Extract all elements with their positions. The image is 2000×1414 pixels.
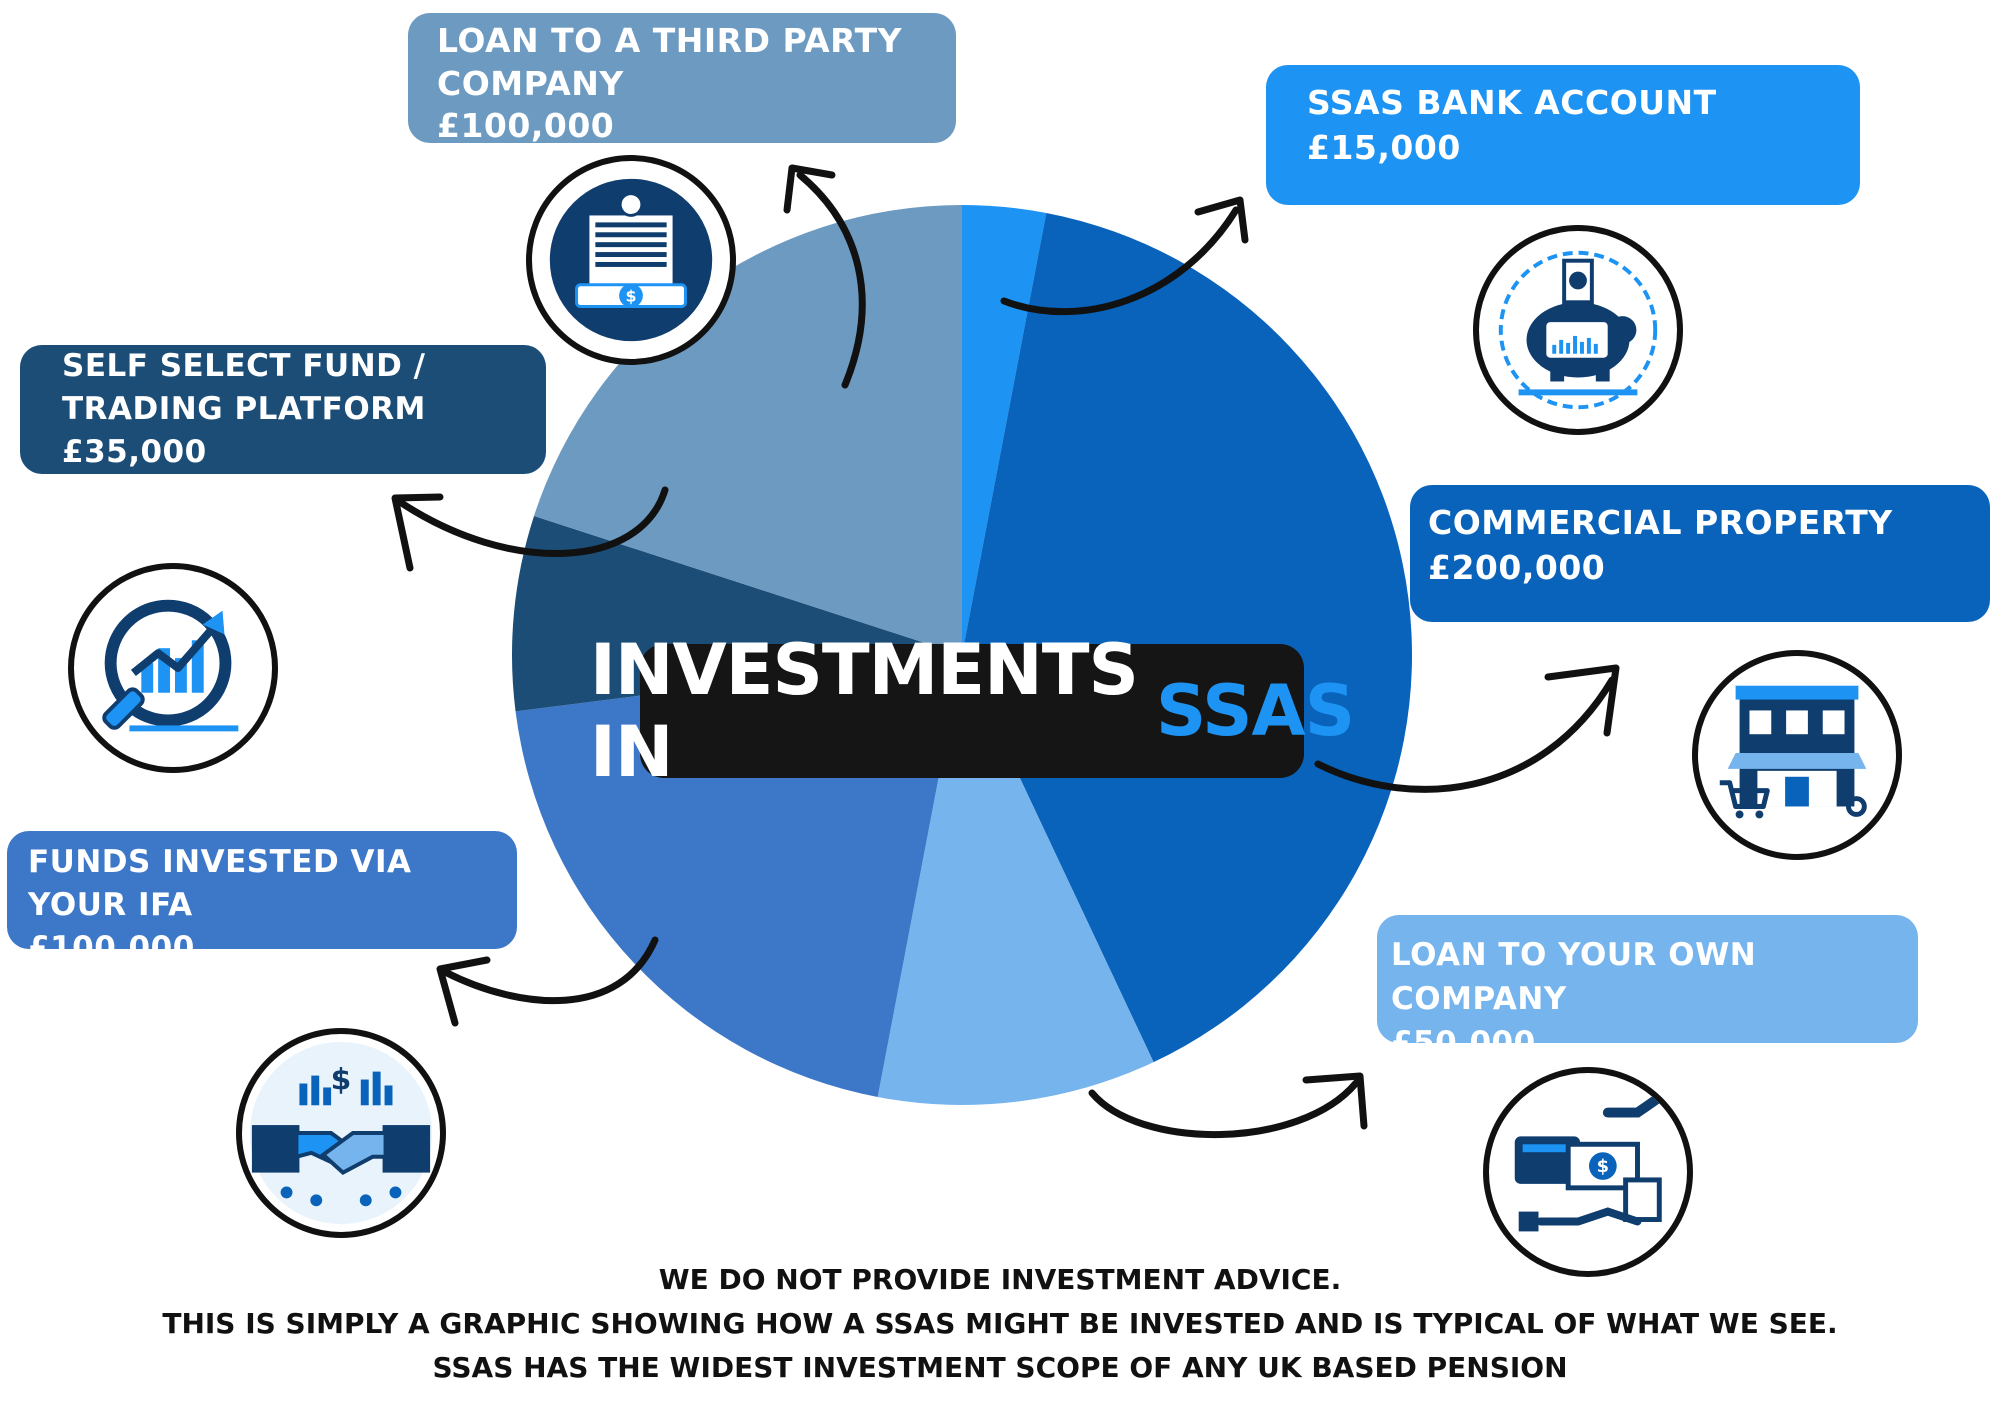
piggy-bank-icon xyxy=(1473,225,1683,435)
callout-label: SELF SELECT FUND / xyxy=(62,348,426,384)
arrow-bank-head xyxy=(1194,196,1249,244)
disclaimer-line: THIS IS SIMPLY A GRAPHIC SHOWING HOW A S… xyxy=(162,1307,1838,1340)
disclaimer: WE DO NOT PROVIDE INVESTMENT ADVICE. THI… xyxy=(0,1258,2000,1390)
pie-slice-1 xyxy=(962,212,1413,1063)
svg-text:$: $ xyxy=(625,287,636,306)
storefront-building-icon xyxy=(1692,650,1902,860)
trading-chart-magnifier-icon xyxy=(68,563,278,773)
arrow-ifa-head xyxy=(436,956,491,1027)
callout-value: £35,000 xyxy=(62,434,207,470)
arrow-ifa xyxy=(441,936,659,1005)
callout-commercial-property: COMMERCIAL PROPERTY £200,000 xyxy=(1410,485,1990,622)
disclaimer-line: SSAS HAS THE WIDEST INVESTMENT SCOPE OF … xyxy=(432,1351,1568,1384)
callout-label: FUNDS INVESTED VIA YOUR IFA xyxy=(28,844,412,923)
arrow-prop xyxy=(1314,676,1616,793)
callout-value: £15,000 xyxy=(1307,128,1461,167)
arrow-fund xyxy=(396,486,669,558)
arrow-own-head xyxy=(1302,1072,1368,1130)
callout-own-company-loan: LOAN TO YOUR OWN COMPANY £50,000 xyxy=(1377,915,1918,1061)
arrow-prop-head xyxy=(1544,664,1620,737)
callout-value: £100,000 xyxy=(437,106,615,145)
callout-value: £100,000 xyxy=(28,930,195,966)
pie-slice-0 xyxy=(962,205,1047,655)
callout-third-party-loan: LOAN TO A THIRD PARTY COMPANY £100,000 xyxy=(408,13,956,145)
callout-value: £50,000 xyxy=(1391,1025,1536,1061)
arrow-third xyxy=(796,171,866,389)
callout-self-select-fund: SELF SELECT FUND / TRADING PLATFORM £35,… xyxy=(20,345,546,474)
callout-label: LOAN TO YOUR OWN COMPANY xyxy=(1391,937,1757,1017)
title-highlight: SSAS xyxy=(1155,670,1355,752)
handshake-finance-icon: $ xyxy=(236,1028,446,1238)
callout-label: COMPANY xyxy=(437,64,624,103)
arrow-third-head xyxy=(783,164,836,214)
svg-text:$: $ xyxy=(331,1062,352,1097)
callout-bank-account: SSAS BANK ACCOUNT £15,000 xyxy=(1266,65,1860,205)
callout-label: LOAN TO A THIRD PARTY xyxy=(437,21,902,60)
office-building-icon: $ xyxy=(526,155,736,365)
cash-loan-icon: $ xyxy=(1483,1067,1693,1277)
disclaimer-line: WE DO NOT PROVIDE INVESTMENT ADVICE. xyxy=(658,1263,1342,1296)
arrow-fund-head xyxy=(391,493,444,572)
title-text: INVESTMENTS IN xyxy=(589,629,1139,793)
callout-label: COMMERCIAL PROPERTY xyxy=(1428,503,1893,542)
arrow-own xyxy=(1088,1079,1360,1138)
chart-title: INVESTMENTS IN SSAS xyxy=(590,629,1355,793)
callout-value: £200,000 xyxy=(1428,548,1606,587)
pie-slice-5 xyxy=(534,205,962,655)
arrow-bank xyxy=(1000,206,1240,316)
callout-ifa-funds: FUNDS INVESTED VIA YOUR IFA £100,000 xyxy=(7,831,517,966)
callout-label: SSAS BANK ACCOUNT xyxy=(1307,83,1717,122)
callout-label: TRADING PLATFORM xyxy=(62,391,426,427)
svg-text:$: $ xyxy=(1597,1156,1609,1177)
